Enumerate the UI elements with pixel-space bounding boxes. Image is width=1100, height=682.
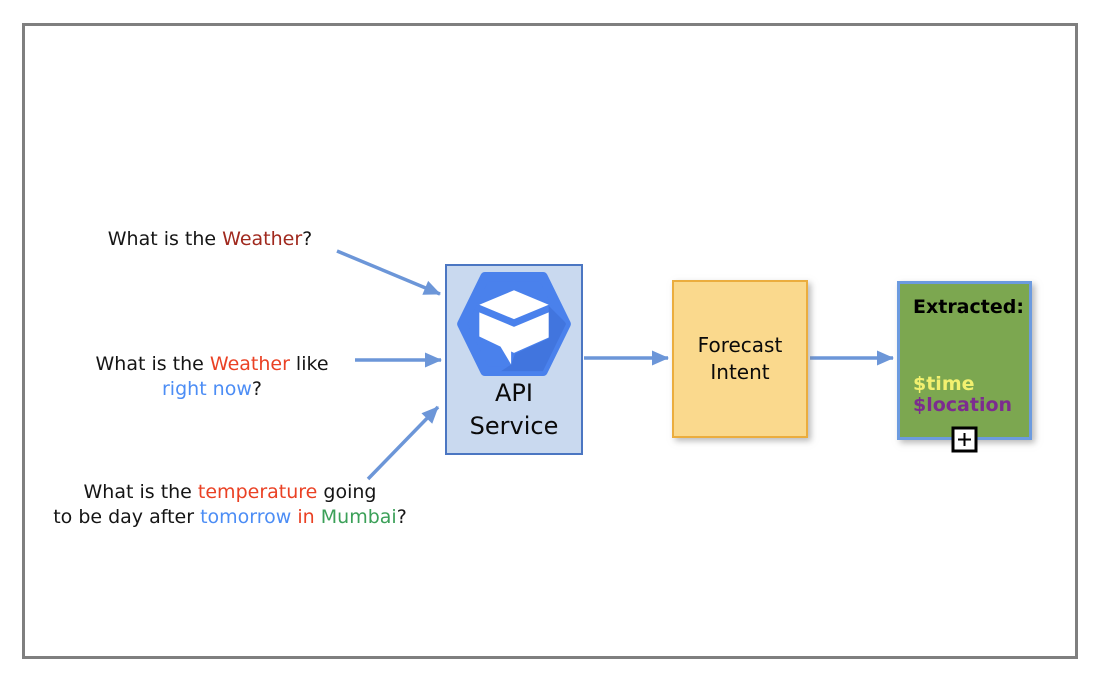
question-text-segment: Weather <box>222 228 303 250</box>
question-2: What is the Weather like right now? <box>62 352 362 402</box>
question-text-segment: in <box>297 506 315 528</box>
question-text-segment: tomorrow <box>200 506 292 528</box>
question-text-segment: like <box>289 353 329 375</box>
api-service-label: API Service <box>469 379 559 440</box>
question-text-segment: Mumbai <box>320 506 397 528</box>
question-3: What is the temperature going to be day … <box>25 480 435 530</box>
question-text-segment: What is the <box>107 228 223 250</box>
question-text-segment: to be day after <box>53 506 201 528</box>
question-1: What is the Weather? <box>70 227 350 252</box>
api-service-icon <box>456 271 572 377</box>
extracted-field-location: $location <box>913 394 1013 416</box>
question-3-line-1: What is the temperature going <box>25 480 435 505</box>
question-text-segment: What is the <box>83 481 198 503</box>
question-text-segment: going <box>317 481 377 503</box>
question-text-segment: Weather <box>209 353 290 375</box>
expand-plus-icon[interactable] <box>951 426 978 453</box>
api-service-node[interactable]: API Service <box>445 264 583 455</box>
question-text-segment: ? <box>396 506 407 528</box>
canvas-frame <box>22 23 1078 659</box>
extracted-fields: $time $location <box>913 374 1012 416</box>
extracted-title: Extracted: <box>913 296 1024 318</box>
forecast-intent-label: Forecast Intent <box>697 333 783 384</box>
question-3-line-2: to be day after tomorrow in Mumbai? <box>25 505 435 530</box>
extracted-field-time: $time <box>913 373 975 395</box>
forecast-intent-node[interactable]: Forecast Intent <box>672 280 808 438</box>
question-text-segment: ? <box>251 378 262 400</box>
question-2-line-2: right now? <box>62 377 362 402</box>
extracted-node[interactable]: Extracted: $time $location <box>897 281 1032 440</box>
question-text-segment: What is the <box>95 353 210 375</box>
question-text-segment: ? <box>302 228 313 250</box>
question-2-line-1: What is the Weather like <box>62 352 362 377</box>
question-text-segment: temperature <box>197 481 318 503</box>
question-1-line-1: What is the Weather? <box>70 227 350 252</box>
question-text-segment: right now <box>162 378 252 400</box>
